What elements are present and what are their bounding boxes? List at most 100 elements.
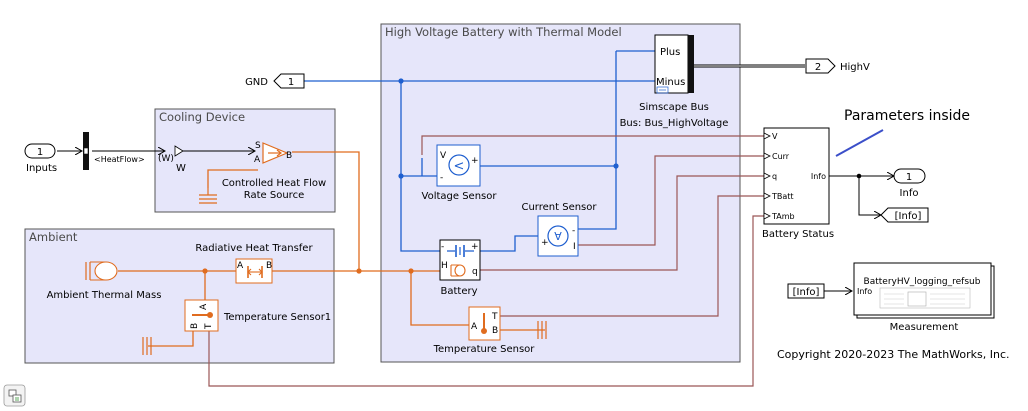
gnd-port-number: 1: [288, 77, 294, 88]
temperature-sensor1-label: Temperature Sensor1: [223, 312, 331, 323]
bus-minus-label: Minus: [656, 77, 685, 88]
info-outport[interactable]: 1 Info: [893, 168, 926, 199]
bus-connector-icon: [656, 86, 669, 94]
voltage-sensor-block[interactable]: < V + - Voltage Sensor: [422, 144, 498, 202]
battery-status-block[interactable]: V Curr q TBatt TAmb Info Battery Status: [762, 127, 834, 240]
measurement-label: Measurement: [890, 322, 959, 333]
ambient-subsystem-area[interactable]: Ambient: [24, 228, 335, 364]
chf-port-b: B: [286, 151, 292, 161]
status-input-curr: Curr: [772, 152, 790, 161]
chf-label-line1: Controlled Heat Flow: [222, 178, 326, 189]
current-sensor-block[interactable]: ∀ + - I Current Sensor: [521, 202, 597, 257]
status-input-tbatt: TBatt: [771, 192, 794, 201]
battery-label: Battery: [440, 286, 477, 297]
controlled-heat-flow-source[interactable]: S A B Controlled Heat Flow Rate Source: [222, 141, 326, 201]
voltmeter-icon: <: [454, 159, 465, 174]
battery-subsystem-title: High Voltage Battery with Thermal Model: [385, 25, 622, 39]
gnd-port-label: GND: [245, 77, 268, 88]
bat-port-q: q: [472, 267, 478, 277]
from-info-block[interactable]: [Info]: [787, 283, 825, 299]
bat-port-h: H: [441, 261, 448, 271]
thermometer1-icon: [192, 312, 213, 318]
radiation-icon: [247, 266, 263, 278]
temperature-sensor-label: Temperature Sensor: [433, 344, 536, 355]
simscape-bus-block[interactable]: Plus Minus Simscape Bus Bus: Bus_HighVol…: [620, 34, 729, 129]
status-input-q: q: [772, 172, 777, 181]
vs-port-minus: -: [440, 173, 443, 183]
thermal-reference-battery-icon: [537, 321, 547, 339]
measurement-block[interactable]: BatteryHV_logging_refsub Info Measuremen…: [853, 262, 995, 333]
ts1-port-t: T: [204, 323, 214, 330]
copyright-text: Copyright 2020-2023 The MathWorks, Inc.: [777, 348, 1010, 361]
electrical-wires: [304, 50, 655, 252]
cooling-subsystem-title: Cooling Device: [159, 110, 245, 124]
signal-wires: [57, 64, 894, 291]
bus-selector[interactable]: <HeatFlow>: [83, 132, 145, 170]
from-info-label: [Info]: [793, 287, 820, 298]
battery-cell-icon: [447, 245, 474, 257]
bus-name-label: Bus: Bus_HighVoltage: [620, 118, 729, 129]
thermal-mass-ambient-icon: [85, 261, 118, 281]
highv-port-number: 2: [815, 62, 821, 73]
cs-port-i: I: [573, 242, 576, 252]
radiative-heat-transfer-block[interactable]: A B Radiative Heat Transfer: [195, 243, 313, 284]
inputs-port-number: 1: [37, 147, 43, 158]
measurement-inner-label: BatteryHV_logging_refsub: [864, 277, 981, 287]
ammeter-icon: ∀: [554, 230, 562, 243]
temperature-sensor-block[interactable]: A T B Temperature Sensor: [433, 306, 536, 355]
inputs-port[interactable]: 1 Inputs: [24, 143, 57, 174]
voltage-sensor-label: Voltage Sensor: [422, 191, 498, 202]
thermometer-icon: [481, 313, 487, 334]
battery-status-label: Battery Status: [762, 229, 834, 240]
ts-port-b: B: [492, 326, 498, 336]
highv-port-label: HighV: [840, 62, 870, 73]
vs-port-v: V: [440, 151, 447, 161]
temperature-sensor1-block[interactable]: A B T Temperature Sensor1: [184, 299, 331, 332]
rht-port-b: B: [266, 261, 272, 271]
chf-port-s: S: [255, 141, 261, 151]
measurement-signal-wires: [208, 135, 764, 387]
unit-in-label: (W): [158, 154, 174, 164]
thermal-mass-icon: [450, 264, 466, 277]
ts1-port-b: B: [190, 323, 200, 329]
cs-port-minus: -: [572, 226, 575, 236]
chf-port-a: A: [254, 155, 261, 165]
cooling-subsystem-area[interactable]: Cooling Device: [154, 108, 336, 213]
ts1-port-a: A: [199, 303, 209, 310]
bat-port-plus: +: [471, 242, 479, 252]
measurement-port-info: Info: [857, 287, 872, 296]
parameters-annotation: Parameters inside: [835, 108, 970, 157]
current-sensor-label: Current Sensor: [521, 202, 597, 213]
highv-port[interactable]: 2 HighV: [805, 58, 870, 74]
simscape-bus-label: Simscape Bus: [639, 102, 709, 113]
vs-port-plus: +: [471, 156, 479, 166]
unit-w-label: W: [176, 163, 186, 174]
thermal-reference-cooling-icon: [199, 188, 217, 204]
parameters-inside-text: Parameters inside: [844, 108, 970, 124]
status-input-tamb: TAmb: [771, 212, 795, 221]
cs-port-plus: +: [541, 238, 549, 248]
bat-port-minus: -: [441, 242, 444, 252]
inputs-port-label: Inputs: [26, 163, 57, 174]
thermal-reference-ambient-icon: [142, 337, 152, 355]
battery-block[interactable]: - + H q Battery: [439, 239, 481, 297]
unit-conversion-w[interactable]: (W) W: [158, 145, 186, 174]
model-browser-icon[interactable]: [3, 384, 26, 407]
chf-label-line2: Rate Source: [244, 190, 304, 201]
goto-info-block[interactable]: [Info]: [880, 207, 929, 223]
status-input-v: V: [772, 132, 778, 141]
rht-port-a: A: [237, 261, 244, 271]
battery-status-input-arrows: [763, 132, 771, 220]
bus-plus-label: Plus: [660, 47, 680, 58]
ts-port-a: A: [471, 322, 478, 332]
goto-info-label: [Info]: [895, 211, 922, 222]
gnd-port[interactable]: 1 GND: [245, 73, 305, 89]
radiative-heat-transfer-label: Radiative Heat Transfer: [195, 243, 313, 254]
status-output-info: Info: [811, 172, 826, 181]
info-outport-number: 1: [906, 172, 912, 183]
ambient-thermal-mass-block[interactable]: Ambient Thermal Mass: [47, 261, 162, 301]
ts-port-t: T: [491, 312, 498, 322]
measurement-preview-icon: [879, 287, 971, 309]
